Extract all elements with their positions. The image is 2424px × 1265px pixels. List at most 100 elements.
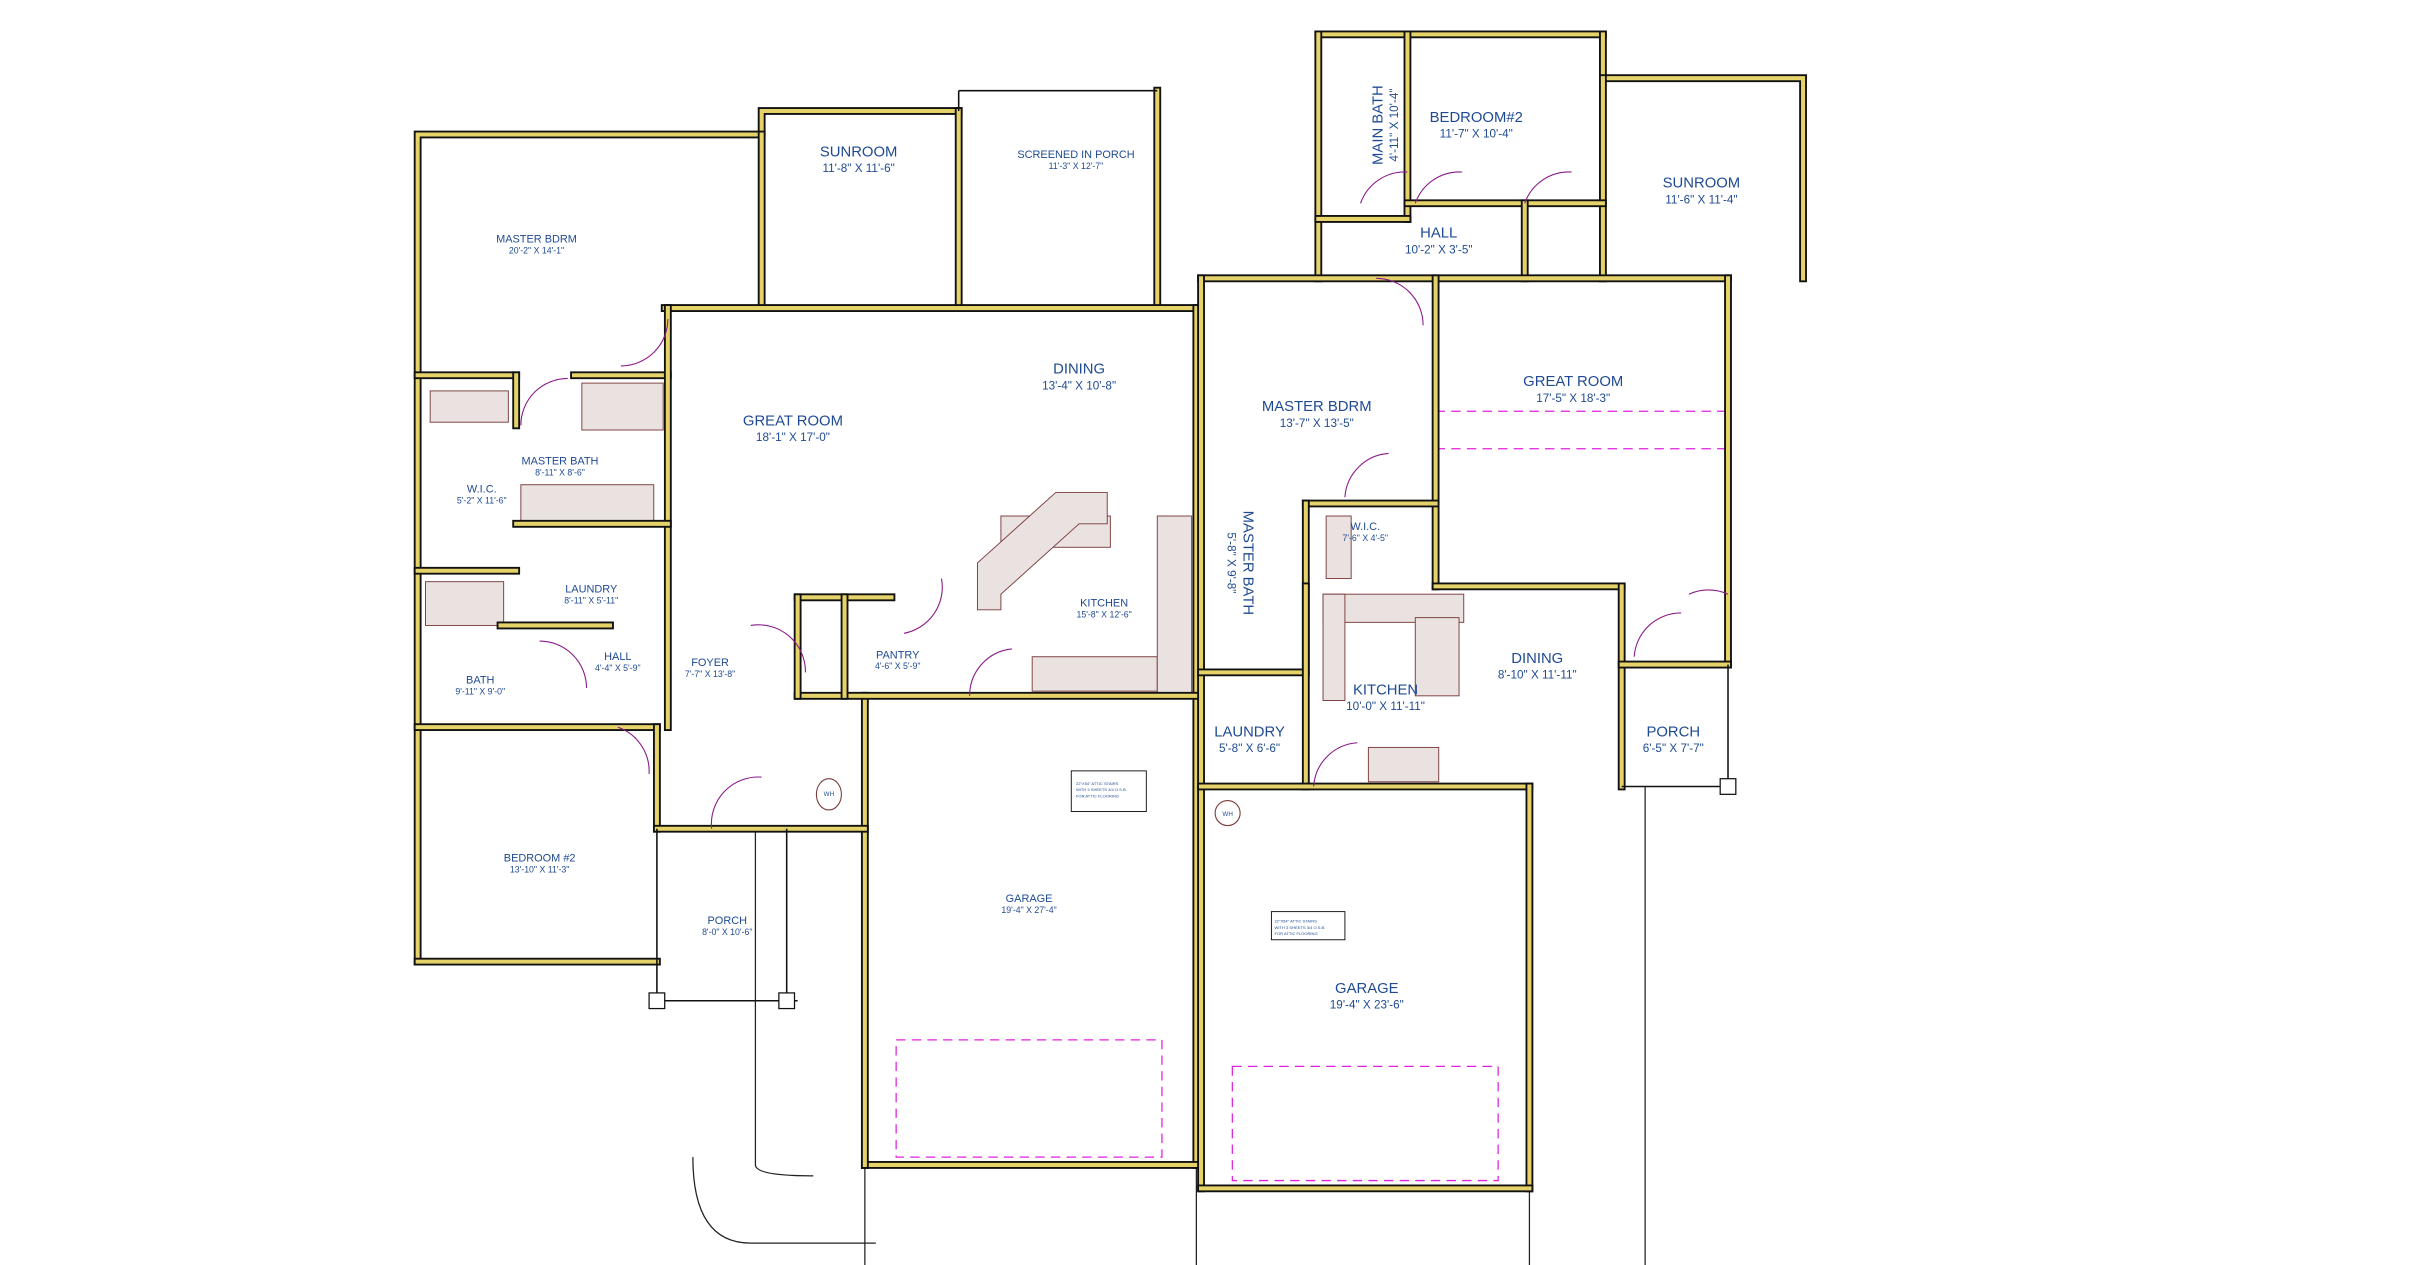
driveway-edge <box>692 1157 876 1244</box>
garage-door-outline <box>1231 1065 1499 1182</box>
room-dimensions: 15'-8" X 12'-6" <box>1076 610 1131 620</box>
walls <box>413 30 1807 1193</box>
room-dimensions: 11'-3" X 12'-7" <box>1049 161 1104 171</box>
room-name: MASTER BDRM <box>1262 399 1372 415</box>
counter <box>425 581 505 626</box>
door-swing <box>617 726 650 775</box>
room-dimensions: 8'-11" X 5'-11" <box>564 596 618 606</box>
room-dimensions: 18'-1" X 17'-0" <box>756 431 830 444</box>
garage-door-outlines <box>895 410 1729 1182</box>
room-dimensions: 11'-7" X 10'-4" <box>1440 128 1513 141</box>
door-swing <box>710 776 762 829</box>
note-line: 22"X54" ATTIC STAIRS <box>1275 919 1318 924</box>
room-name: MASTER BDRM <box>496 233 577 245</box>
room-dimensions: 5'-8" X 9'-8" <box>1225 532 1238 593</box>
room-name: SCREENED IN PORCH <box>1017 149 1134 161</box>
room-dimensions: 4'-4" X 5'-9" <box>595 663 641 673</box>
room-name: BATH <box>466 674 494 686</box>
driveway-lines <box>692 786 1646 1265</box>
room-name: DINING <box>1053 362 1105 378</box>
room-dimensions: 13'-4" X 10'-8" <box>1042 379 1116 392</box>
counter <box>581 382 664 431</box>
room-dimensions: 9'-11" X 9'-0" <box>455 686 505 696</box>
room-label-left-sunroom: SUNROOM 11'-8" X 11'-6" <box>820 144 898 175</box>
attic-note-right: 22"X54" ATTIC STAIRS WITH 3 SHEETS 3/4 O… <box>1270 911 1346 941</box>
room-dimensions: 5'-2" X 11'-6" <box>457 495 507 505</box>
room-name: LAUNDRY <box>1214 724 1285 740</box>
room-name: BEDROOM#2 <box>1430 110 1523 126</box>
room-name: MASTER BATH <box>1239 511 1255 615</box>
room-name: PORCH <box>1646 724 1700 740</box>
room-name: FOYER <box>691 657 729 669</box>
attic-note-left: 22"X54" ATTIC STAIRS WITH 3 SHEETS 3/4 O… <box>1070 770 1147 813</box>
water-heater-left: WH <box>815 778 842 811</box>
room-name: KITCHEN <box>1080 598 1128 610</box>
note-line: FOR ATTIC FLOORING <box>1076 793 1119 798</box>
door-swing <box>1360 171 1408 204</box>
room-name: W.I.C. <box>1350 521 1380 533</box>
room-dimensions: 11'-8" X 11'-6" <box>822 162 894 175</box>
counter <box>1156 515 1193 697</box>
room-label-right-porch: PORCH 6'-5" X 7'-7" <box>1643 724 1704 755</box>
counter <box>1325 515 1352 580</box>
counter <box>1322 593 1346 701</box>
room-name: W.I.C. <box>467 484 497 496</box>
kitchen-island <box>976 492 1108 611</box>
room-dimensions: 19'-4" X 23'-6" <box>1330 999 1404 1012</box>
counter <box>1367 746 1440 783</box>
door-swing <box>620 318 669 367</box>
room-name: MAIN BATH <box>1370 85 1386 165</box>
room-dimensions: 8'-0" X 10'-6" <box>702 927 752 937</box>
post <box>1719 778 1737 795</box>
room-dimensions: 7'-7" X 13'-8" <box>685 669 735 679</box>
door-swing <box>1688 589 1729 595</box>
room-dimensions: 13'-10" X 11'-3" <box>510 865 570 875</box>
room-dimensions: 6'-5" X 7'-7" <box>1643 742 1704 755</box>
door-swing <box>1414 171 1463 204</box>
room-dimensions: 19'-4" X 27'-4" <box>1001 905 1056 915</box>
counter <box>520 484 655 525</box>
room-dimensions: 11'-6" X 11'-4" <box>1665 193 1737 206</box>
room-name: GARAGE <box>1006 893 1053 905</box>
room-label-left-wic: W.I.C.5'-2" X 11'-6" <box>457 484 507 506</box>
room-label-right-wic: W.I.C.7'-6" X 4'-5" <box>1342 521 1388 543</box>
door-swing <box>1313 742 1358 787</box>
driveway-edge <box>754 828 814 1177</box>
room-name: LAUNDRY <box>565 584 618 596</box>
counter <box>1414 617 1460 697</box>
room-name: GREAT ROOM <box>743 413 843 429</box>
room-name: MASTER BATH <box>521 455 598 467</box>
room-dimensions: 10'-2" X 3'-5" <box>1405 243 1473 256</box>
note-line: WITH 3 SHEETS 3/4 O.S.B. <box>1076 787 1127 792</box>
door-swing <box>903 578 943 634</box>
wall <box>1599 30 1807 283</box>
wall-fill <box>1600 32 1806 281</box>
door-swing <box>1344 452 1389 498</box>
room-name: SUNROOM <box>820 144 898 160</box>
door-swing <box>1524 171 1572 204</box>
note-line: WITH 3 SHEETS 3/4 O.S.B. <box>1275 925 1326 930</box>
counter <box>429 390 509 423</box>
post <box>778 992 796 1010</box>
note-line: FOR ATTIC FLOORING <box>1275 931 1318 936</box>
garage-door-outline <box>895 1039 1163 1158</box>
